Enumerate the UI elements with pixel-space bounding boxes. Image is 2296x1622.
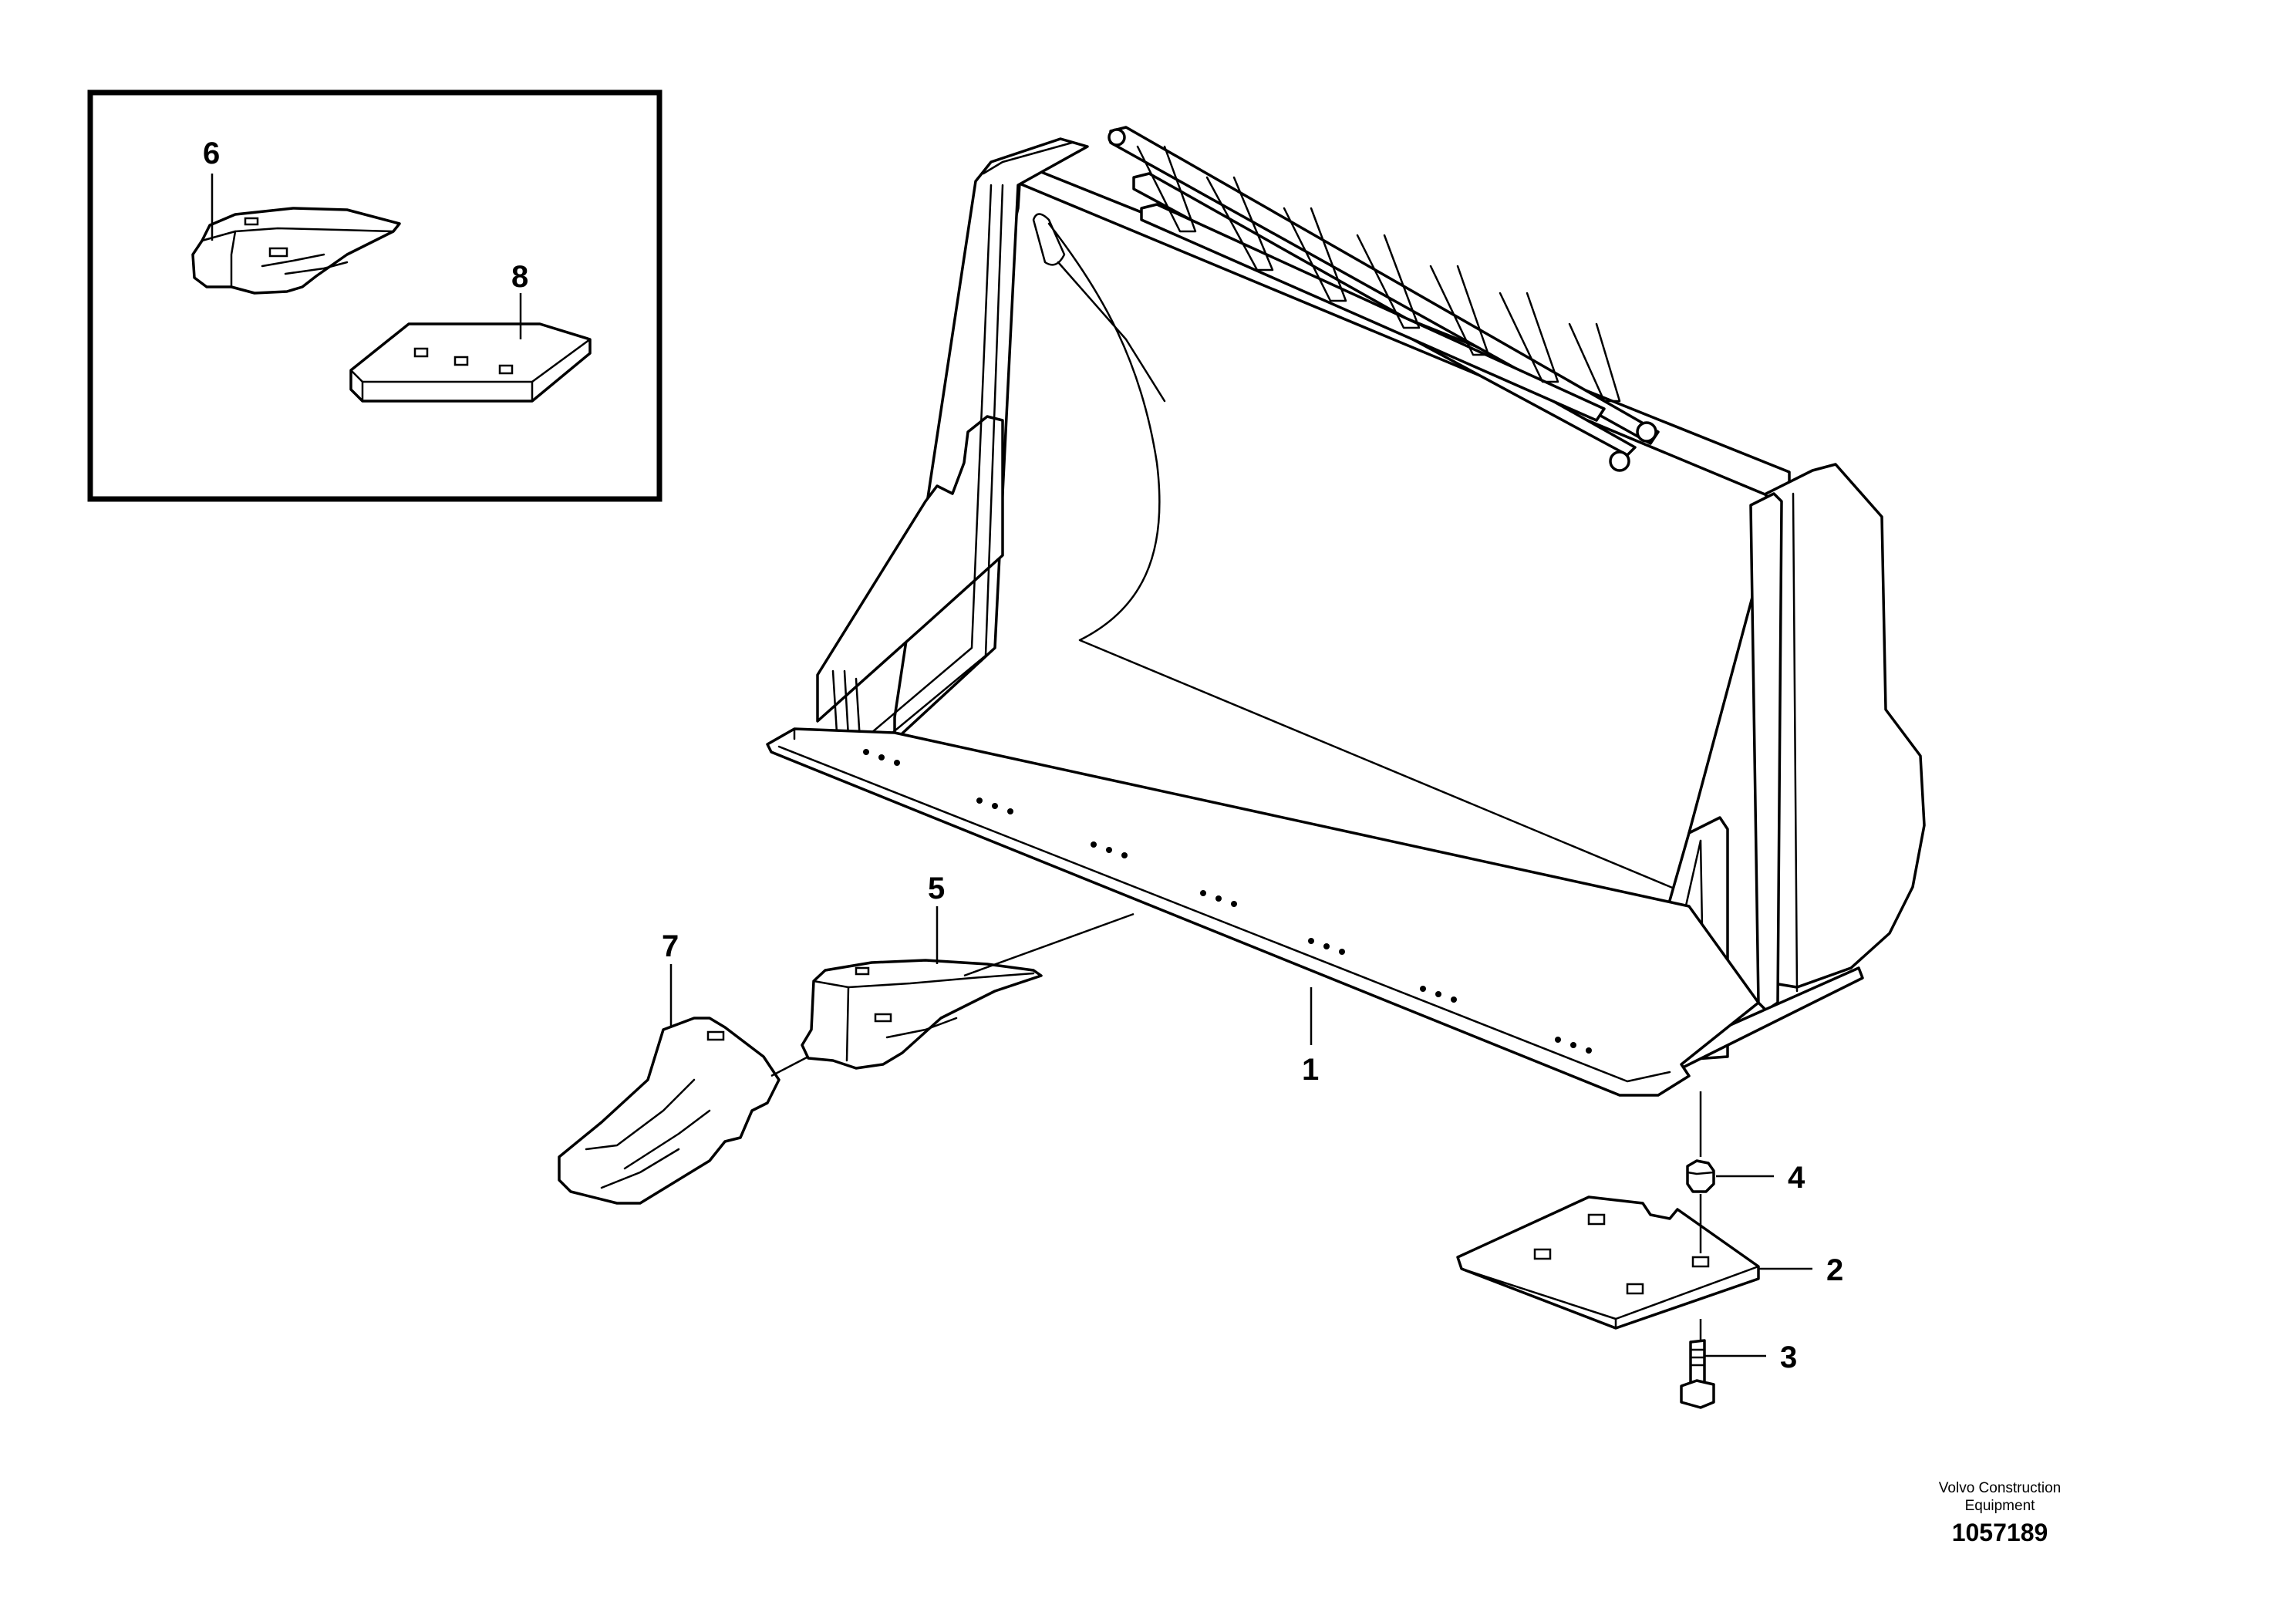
tooth-adapter-alt bbox=[191, 207, 401, 295]
company-name-line1: Volvo Construction bbox=[1939, 1480, 2061, 1496]
tooth-tip bbox=[558, 1017, 809, 1205]
company-name-line2: Equipment bbox=[1965, 1498, 2036, 1514]
callout-4: 4 bbox=[1788, 1161, 1805, 1195]
callout-1: 1 bbox=[1302, 1053, 1319, 1087]
inset-frame bbox=[87, 89, 663, 502]
callout-8: 8 bbox=[511, 260, 528, 294]
tooth-adapter bbox=[801, 912, 1135, 1070]
bucket bbox=[766, 126, 1926, 1097]
drawing-number: 1057189 bbox=[1952, 1519, 2048, 1546]
callout-2: 2 bbox=[1826, 1253, 1843, 1287]
callout-7: 7 bbox=[662, 929, 679, 963]
wear-segment bbox=[349, 322, 592, 403]
bolt bbox=[1680, 1319, 1715, 1409]
callout-3: 3 bbox=[1780, 1340, 1797, 1374]
nut bbox=[1686, 1091, 1715, 1193]
callout-6: 6 bbox=[203, 137, 220, 170]
cutting-edge-bolt-holes bbox=[863, 749, 1592, 1054]
callout-5: 5 bbox=[928, 872, 945, 905]
hinge-tubes bbox=[1108, 126, 1660, 472]
wear-plate bbox=[1456, 1194, 1760, 1330]
